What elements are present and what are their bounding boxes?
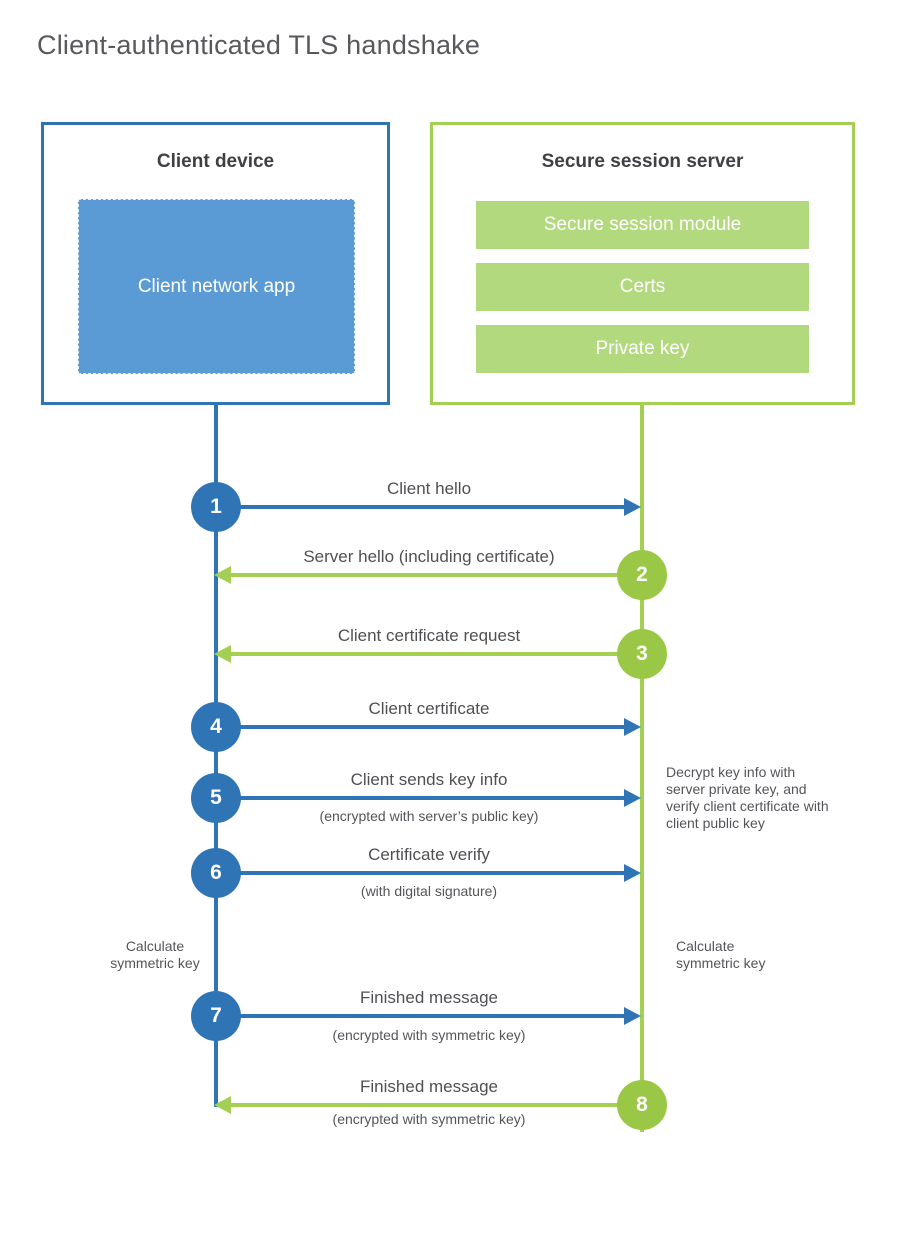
secure-session-server-box: Secure session server Secure session mod… [430, 122, 855, 405]
arrow-shaft [230, 1103, 642, 1107]
arrow-shaft [216, 796, 626, 800]
step-badge-8: 8 [617, 1080, 667, 1130]
client-network-app-box: Client network app [78, 199, 355, 374]
server-module-secure-session: Secure session module [476, 201, 809, 249]
message-sublabel: (with digital signature) [360, 883, 498, 899]
server-lifeline [640, 405, 644, 1132]
message-label: Client hello [386, 479, 472, 498]
server-module-certs: Certs [476, 263, 809, 311]
page-title: Client-authenticated TLS handshake [37, 30, 481, 60]
message-label: Client certificate [368, 699, 490, 718]
arrow-shaft [216, 725, 626, 729]
arrow-head-right-icon [624, 1007, 641, 1025]
step-badge-7: 7 [191, 991, 241, 1041]
message-sublabel: (encrypted with symmetric key) [332, 1111, 526, 1127]
arrow-shaft [216, 505, 626, 509]
arrow-shaft [216, 871, 626, 875]
arrow-head-right-icon [624, 789, 641, 807]
server-calculate-symmetric-key-note: Calculate symmetric key [676, 938, 766, 971]
arrow-head-right-icon [624, 498, 641, 516]
step-badge-4: 4 [191, 702, 241, 752]
message-label: Finished message [360, 1077, 498, 1096]
step-badge-1: 1 [191, 482, 241, 532]
message-label: Certificate verify [368, 845, 490, 864]
client-calculate-symmetric-key-note: Calculate symmetric key [110, 938, 200, 971]
message-label: Client sends key info [350, 770, 508, 789]
arrow-head-left-icon [214, 566, 231, 584]
secure-session-server-heading: Secure session server [541, 151, 744, 172]
arrow-shaft [230, 652, 642, 656]
message-label: Finished message [360, 988, 498, 1007]
step-badge-3: 3 [617, 629, 667, 679]
arrow-head-left-icon [214, 645, 231, 663]
arrow-head-left-icon [214, 1096, 231, 1114]
client-device-heading: Client device [156, 151, 275, 172]
server-module-private-key: Private key [476, 325, 809, 373]
server-decrypt-note: Decrypt key info with server private key… [666, 764, 829, 831]
client-network-app-label: Client network app [137, 275, 296, 297]
arrow-head-right-icon [624, 864, 641, 882]
step-badge-2: 2 [617, 550, 667, 600]
arrow-head-right-icon [624, 718, 641, 736]
arrow-shaft [216, 1014, 626, 1018]
step-badge-5: 5 [191, 773, 241, 823]
message-label: Server hello (including certificate) [303, 547, 555, 566]
message-sublabel: (encrypted with symmetric key) [332, 1027, 526, 1043]
client-device-box: Client device Client network app [41, 122, 390, 405]
client-lifeline [214, 405, 218, 1107]
message-label: Client certificate request [337, 626, 521, 645]
step-badge-6: 6 [191, 848, 241, 898]
arrow-shaft [230, 573, 642, 577]
message-sublabel: (encrypted with server’s public key) [319, 808, 539, 824]
